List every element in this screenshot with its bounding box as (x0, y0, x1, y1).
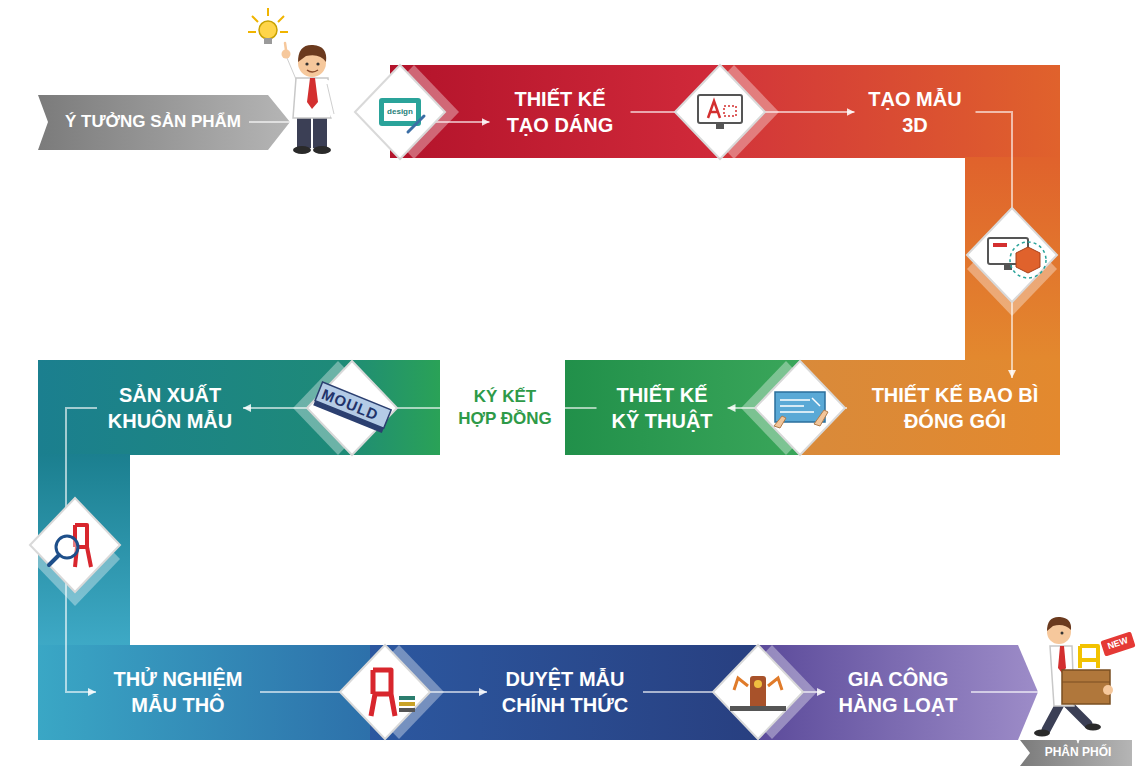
tablet-icon (379, 98, 421, 126)
stack-icon (399, 702, 415, 706)
blueprint-lines (780, 398, 820, 412)
stack-icon (399, 708, 415, 712)
monitor-icon (698, 95, 742, 123)
process-band: THIẾT KẾ BAO BÌ ĐÓNG GÓI (847, 378, 1063, 438)
end-tag-shape (1020, 740, 1132, 766)
node-text: SẢN XUẤT KHUÔN MẪU (105, 382, 235, 434)
icon-diamond (340, 645, 444, 739)
eye (1061, 632, 1064, 635)
machine-icon (750, 676, 766, 710)
icon-diamond (967, 208, 1057, 316)
shoe (1085, 724, 1101, 731)
hand-icon (814, 410, 828, 426)
box-icon (1016, 247, 1040, 273)
lightbulb-base (264, 38, 272, 44)
arm-edge (327, 84, 334, 114)
leg (1046, 704, 1060, 730)
monitor-stand (716, 123, 724, 129)
diamond (30, 498, 120, 592)
hair (1047, 617, 1071, 631)
idea-person (248, 8, 334, 154)
node-text: TẠO MẪU 3D (863, 86, 968, 138)
shoe (293, 146, 311, 154)
magnifier-handle (49, 555, 59, 565)
monitor-glyph (724, 106, 736, 116)
node-text: PHÂN PHỐI (1045, 745, 1112, 761)
diamond (713, 645, 803, 739)
diamond (967, 208, 1057, 302)
finger (285, 43, 286, 50)
machine-base (730, 706, 786, 711)
chair-icon (371, 670, 395, 716)
delivery-person (1034, 617, 1136, 737)
process-band: GIA CÔNG HÀNG LOẠT (825, 662, 971, 722)
arm (327, 84, 334, 114)
icon-diamond (355, 65, 459, 159)
icon-text: MOULD (319, 386, 381, 424)
mouth (307, 70, 318, 72)
band (38, 360, 440, 455)
icon-diamond (30, 498, 120, 606)
machine-light (754, 680, 762, 688)
node-text: GIA CÔNG HÀNG LOẠT (833, 666, 963, 718)
process-band: SẢN XUẤT KHUÔN MẪU (97, 378, 243, 438)
diamond (340, 645, 430, 739)
hand (1103, 685, 1113, 695)
node-text: THIẾT KẾ BAO BÌ ĐÓNG GÓI (855, 382, 1055, 434)
chair-icon (1078, 646, 1100, 668)
node-text: DUYỆT MẪU CHÍNH THỨC (495, 666, 635, 718)
diamond (307, 361, 397, 455)
icon-diamond (293, 361, 397, 455)
shoe (1034, 730, 1050, 737)
leg (1068, 704, 1088, 724)
mould-block (315, 382, 391, 428)
eye (316, 62, 319, 65)
icon-diamond (713, 645, 817, 739)
process-band: THIẾT KẾ TẠO DÁNG (490, 82, 631, 142)
trouser (297, 116, 311, 148)
eye (305, 62, 308, 65)
icon-diamond (675, 65, 779, 159)
process-band: DUYỆT MẪU CHÍNH THỨC (487, 662, 643, 722)
monitor-glyph (993, 243, 1007, 247)
hair (298, 45, 326, 62)
node-text: THIẾT KẾ TẠO DÁNG (498, 86, 623, 138)
process-band: THỬ NGHIỆM MẪU THÔ (96, 662, 260, 722)
tie (307, 78, 318, 109)
icon-text: design (387, 108, 413, 117)
icon-diamond (741, 361, 845, 455)
lightbulb (259, 21, 277, 39)
start-tag: Ý TƯỞNG SẢN PHẨM (57, 107, 249, 137)
connector-label: KÝ KẾT HỢP ĐỒNG (451, 384, 559, 432)
parcel (1062, 670, 1110, 704)
pen-icon (408, 116, 424, 132)
new-tag (1100, 631, 1135, 656)
hand-icon (774, 416, 786, 428)
shoe (313, 146, 331, 154)
robot-arm (734, 678, 782, 690)
node-text: THIẾT KẾ KỸ THUẬT (605, 382, 720, 434)
monitor-glyph (708, 101, 720, 118)
trouser (313, 116, 327, 148)
diamond (755, 361, 845, 455)
end-tag: PHÂN PHỐI (1039, 743, 1118, 763)
stack-icon (399, 696, 415, 700)
node-text: THỬ NGHIỆM MẪU THÔ (104, 666, 252, 718)
tag-text: NEW (1106, 636, 1129, 652)
diamond (675, 65, 765, 159)
parcel-tape (1062, 682, 1110, 683)
tie (1058, 646, 1066, 673)
diamond (355, 65, 445, 159)
process-band: TẠO MẪU 3D (855, 82, 976, 142)
process-band: THIẾT KẾ KỸ THUẬT (597, 378, 728, 438)
tablet-screen (384, 103, 416, 121)
orbit (1010, 242, 1046, 278)
node-text: Ý TƯỞNG SẢN PHẨM (65, 111, 241, 133)
